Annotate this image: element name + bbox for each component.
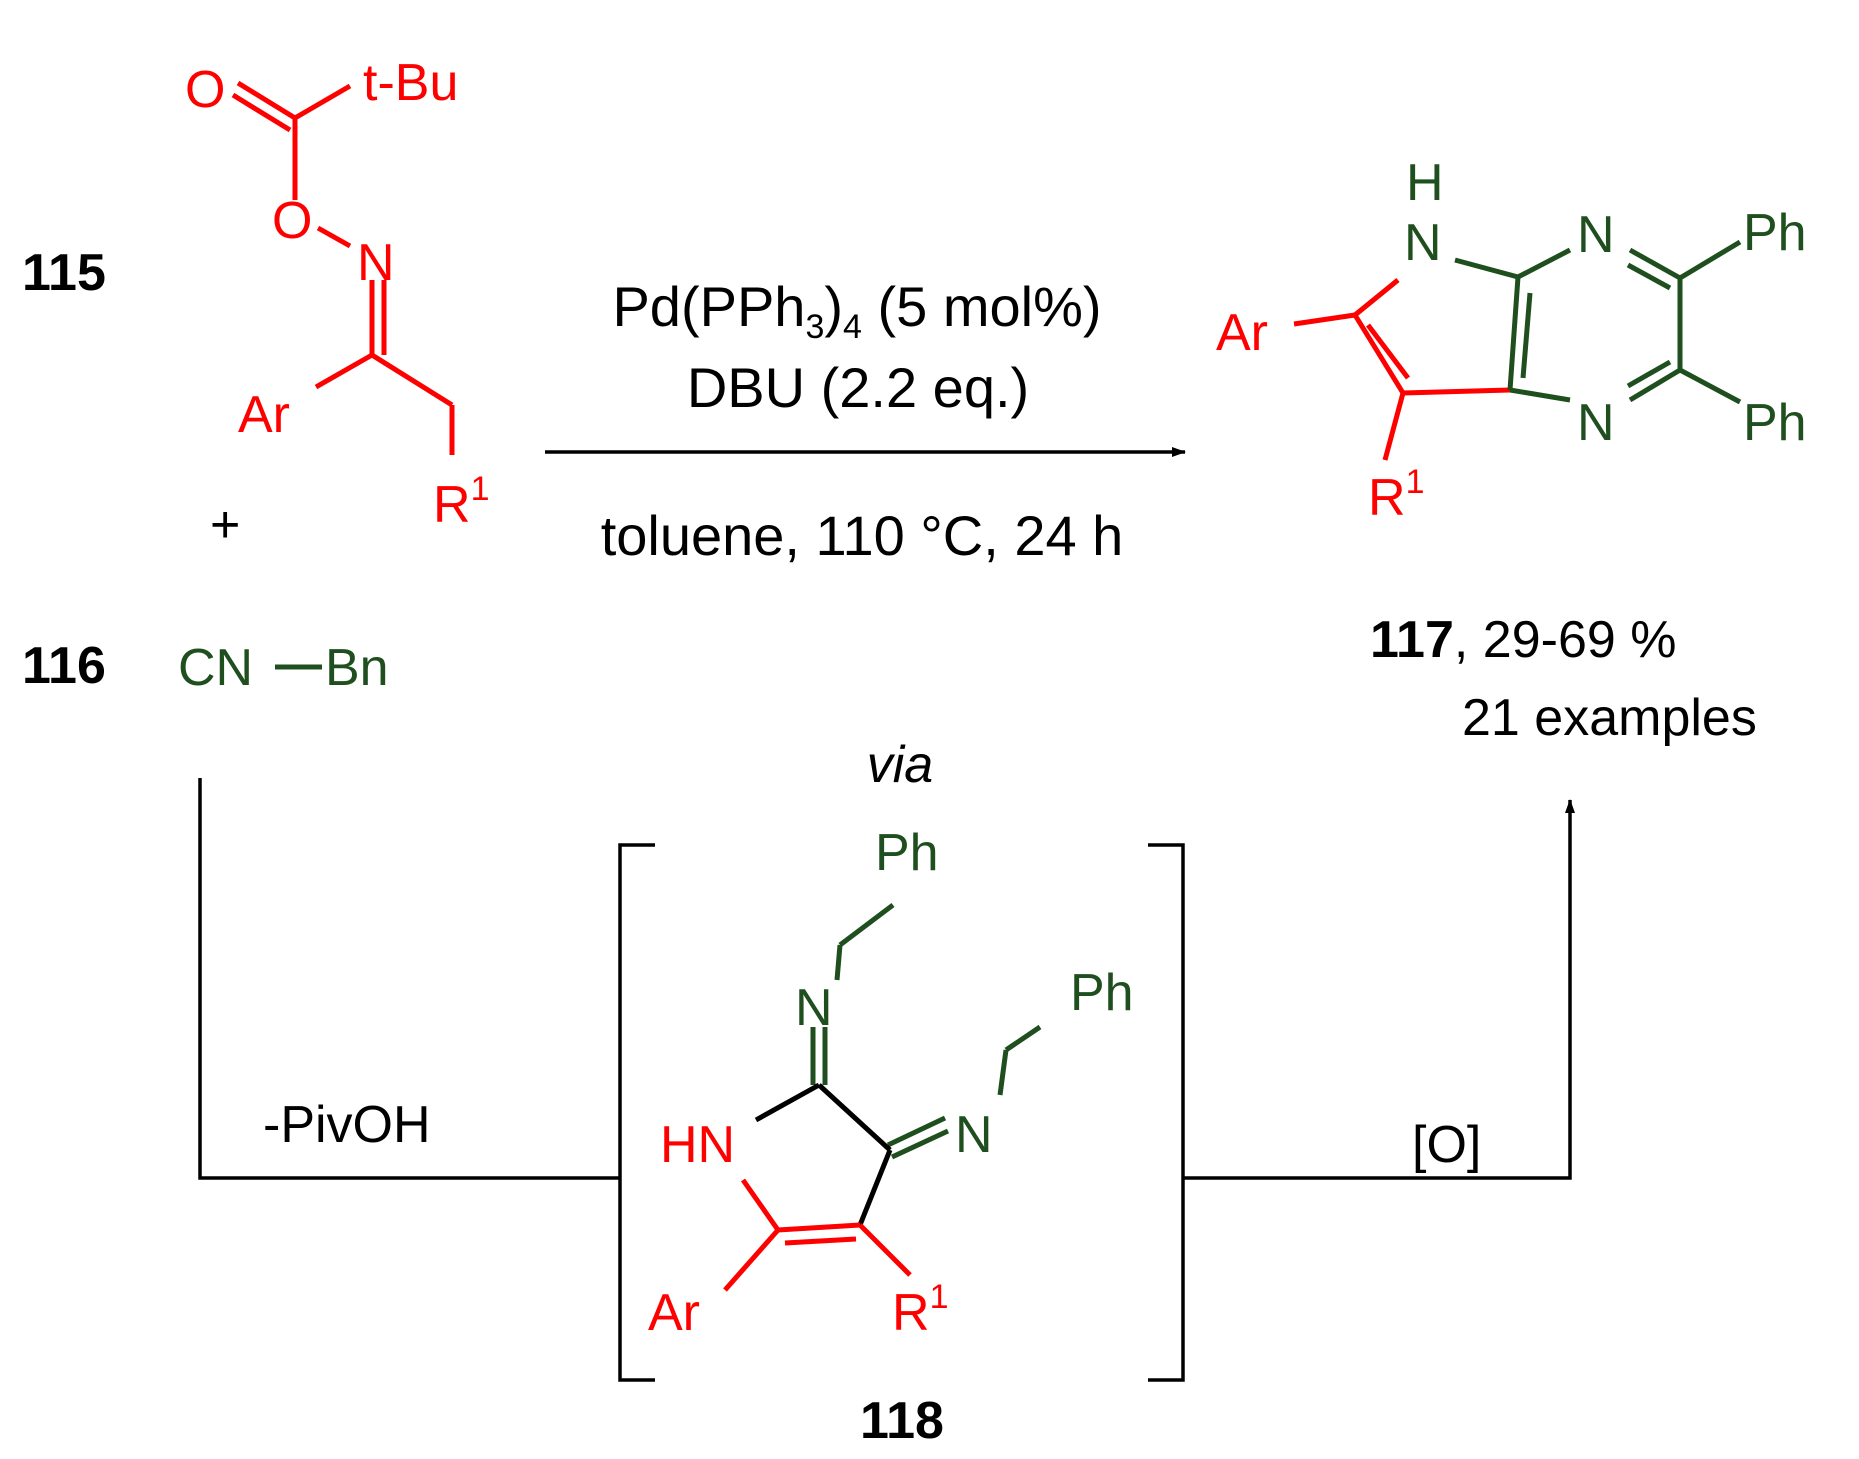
compound-117-nh-hydrogen: H	[1406, 154, 1444, 212]
compound-117-pyrazine-n-bottom: N	[1577, 394, 1615, 452]
solvent-temp-time-label: toluene, 110 °C, 24 h	[601, 504, 1124, 567]
compound-117: H N N N Ph Ph Ar R1 117, 29-69 % 21 exam…	[1216, 154, 1807, 747]
compound-117-phenyl-top: Ph	[1743, 204, 1807, 262]
compound-118: Ph N Ph N HN Ar R1 118	[648, 824, 1134, 1450]
compound-118-imine-n-top: N	[795, 979, 833, 1037]
catalyst-label: Pd(PPh3)4 (5 mol%)	[612, 275, 1101, 346]
compound-118-nh: HN	[660, 1116, 735, 1174]
compound-118-red-bonds	[723, 1178, 912, 1292]
compound-115-aryl: Ar	[238, 386, 290, 444]
compound-115-carbonyl-oxygen: O	[185, 61, 225, 119]
compound-118-number: 118	[860, 1392, 944, 1450]
compound-117-pyrazine-n-top: N	[1577, 206, 1615, 264]
compound-118-green-bonds	[810, 903, 1042, 1160]
compound-117-examples: 21 examples	[1462, 689, 1757, 747]
compound-117-label: 117, 29-69 %	[1370, 611, 1676, 669]
via-label: via	[867, 736, 933, 794]
base-label: DBU (2.2 eq.)	[687, 356, 1029, 419]
compound-117-green-bonds	[1454, 239, 1742, 405]
compound-118-aryl: Ar	[648, 1284, 700, 1342]
compound-115-r1: R1	[433, 470, 489, 534]
compound-115-ester-oxygen: O	[272, 192, 312, 250]
compound-118-phenyl-right: Ph	[1070, 964, 1134, 1022]
compound-118-phenyl-top: Ph	[875, 824, 939, 882]
compound-118-black-bonds	[754, 1082, 893, 1226]
compound-117-nh-nitrogen: N	[1404, 214, 1442, 272]
minus-pivoh-label: -PivOH	[263, 1096, 431, 1154]
compound-115-bonds	[231, 80, 455, 455]
pathway-lines	[198, 778, 1575, 1382]
compound-118-r1: R1	[892, 1278, 948, 1342]
compound-116-number: 116	[22, 637, 106, 695]
compound-117-aryl: Ar	[1216, 304, 1268, 362]
compound-116: 116 CN Bn	[22, 637, 389, 697]
compound-118-imine-n-right: N	[955, 1106, 993, 1164]
compound-115-number: 115	[22, 244, 106, 302]
compound-117-phenyl-bottom: Ph	[1743, 394, 1807, 452]
compound-115: 115 O t-Bu O N Ar R1	[22, 54, 489, 534]
compound-117-r1: R1	[1368, 463, 1424, 527]
compound-115-tbu: t-Bu	[363, 54, 458, 112]
compound-116-cn: CN	[178, 639, 253, 697]
compound-116-bn: Bn	[325, 639, 389, 697]
compound-115-oxime-nitrogen: N	[357, 234, 395, 292]
plus-sign: +	[210, 496, 240, 554]
reaction-conditions: Pd(PPh3)4 (5 mol%) DBU (2.2 eq.) toluene…	[545, 275, 1186, 567]
oxidation-label: [O]	[1412, 1116, 1481, 1174]
compound-117-red-bonds	[1293, 278, 1511, 461]
